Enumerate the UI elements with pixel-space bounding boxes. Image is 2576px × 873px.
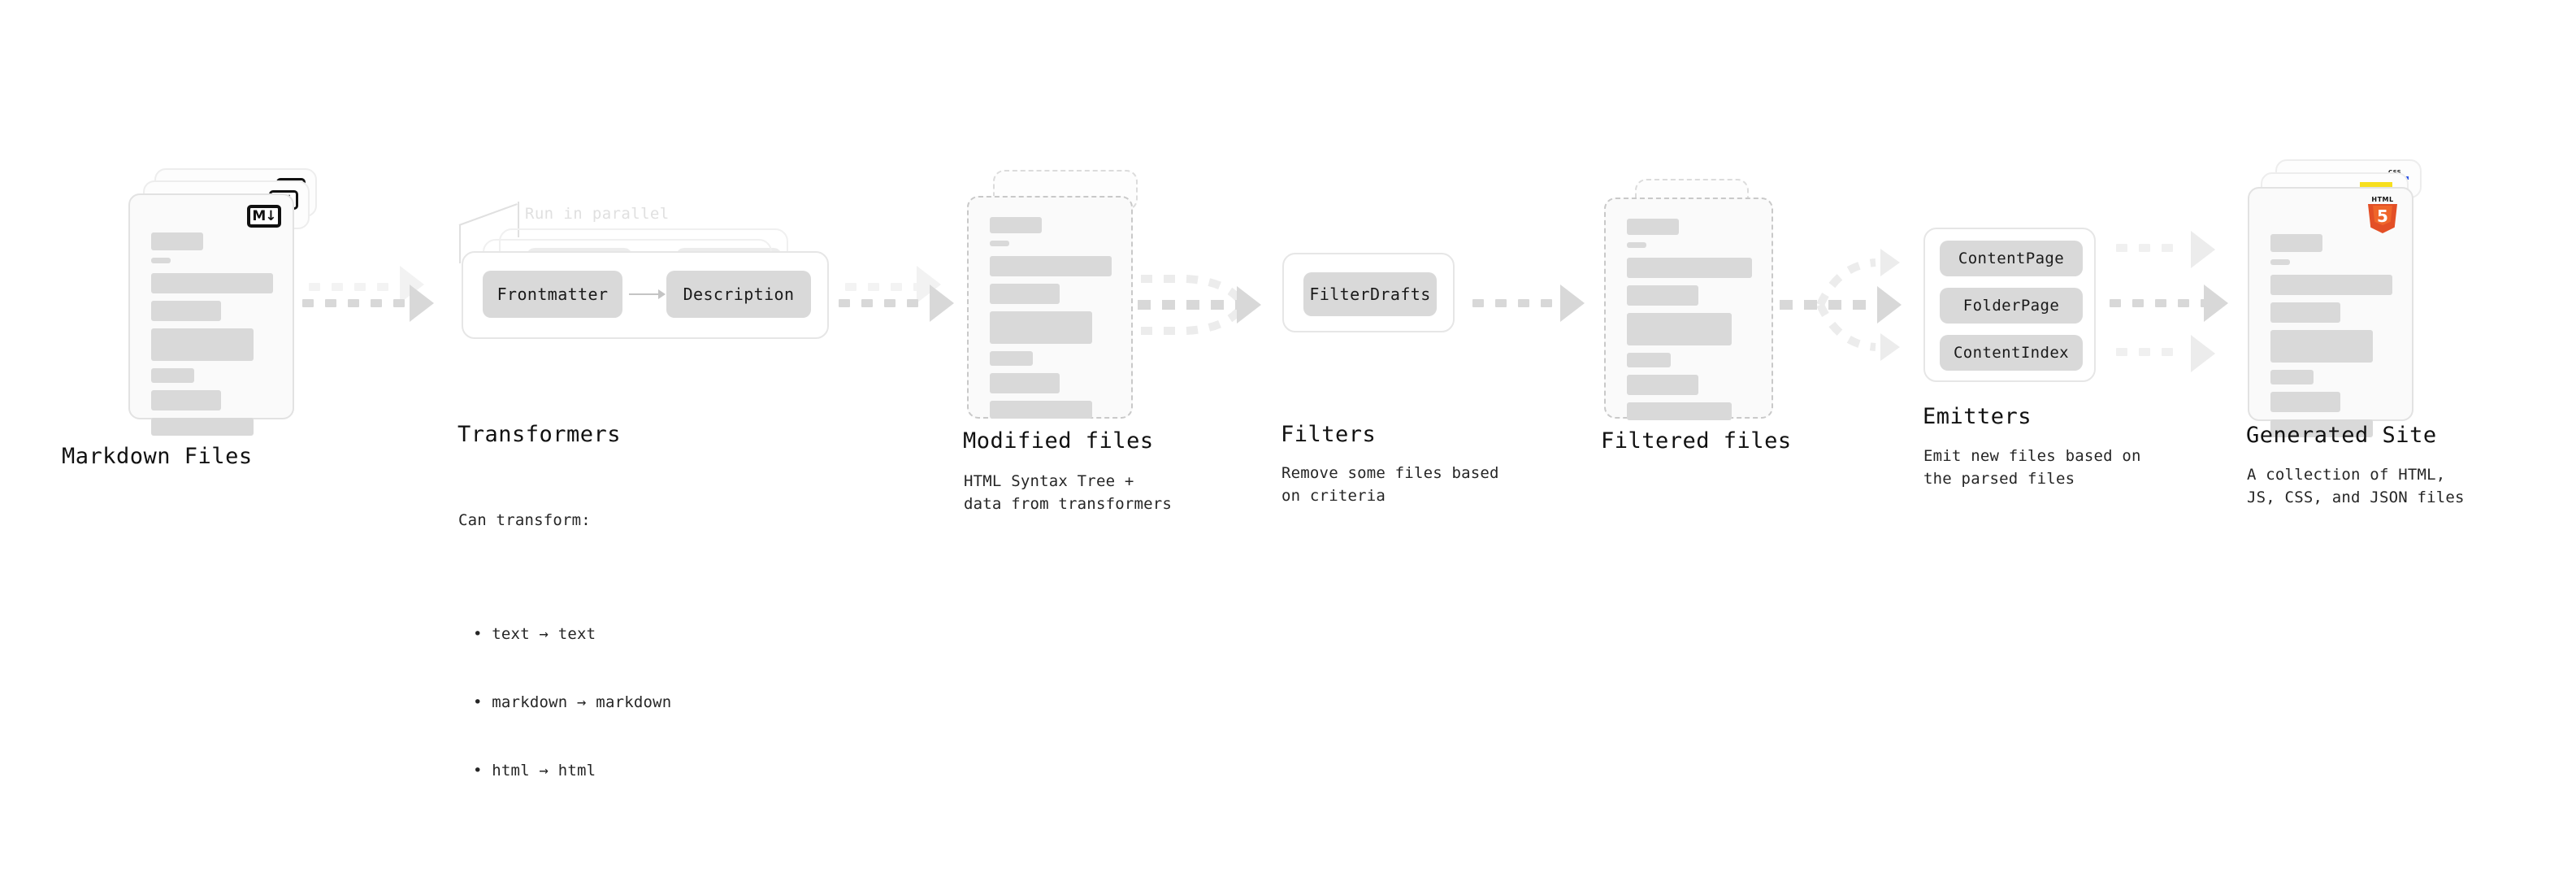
arrowhead-faint: [2191, 335, 2215, 372]
stage-title-filters: Filters: [1281, 422, 1377, 447]
transformers-desc-item: • markdown → markdown: [473, 693, 672, 711]
content-bar: [151, 301, 221, 321]
content-bar: [151, 258, 171, 263]
generated-site-content-bars: [2270, 234, 2392, 445]
content-bar: [2270, 234, 2322, 252]
content-bar: [2270, 275, 2392, 295]
content-bar: [2270, 330, 2373, 363]
arrowhead: [2204, 284, 2228, 322]
pipeline-diagram: M↓ M↓ M↓ Markdown Files: [62, 159, 2465, 780]
transformer-panel-front: Frontmatter Description: [462, 251, 829, 339]
content-bar: [151, 232, 203, 250]
html5-icon-label: HTML: [2371, 196, 2394, 203]
transformers-desc-item: • html → html: [473, 762, 596, 780]
filtered-file-content-bars: [1627, 219, 1752, 428]
markdown-icon: M↓: [247, 205, 281, 228]
content-bar: [1627, 313, 1733, 345]
content-bar: [990, 401, 1092, 419]
fanout-arrow: [1780, 236, 1934, 374]
stage-title-emitters: Emitters: [1923, 404, 2032, 429]
content-bar: [1627, 375, 1698, 395]
filter-pill-filterdrafts[interactable]: FilterDrafts: [1303, 272, 1437, 316]
arrowhead-faint: [1880, 249, 1900, 276]
content-bar: [2270, 392, 2340, 412]
emitters-panel: ContentPage FolderPage ContentIndex: [1923, 228, 2096, 382]
modified-files-description: HTML Syntax Tree + data from transformer…: [964, 472, 1173, 513]
transformers-description: Can transform: • text → text • markdown …: [458, 463, 671, 873]
modified-file-content-bars: [990, 217, 1112, 426]
dotted-line-faint: [2116, 244, 2214, 252]
content-bar: [151, 390, 221, 410]
emitter-pill-folderpage[interactable]: FolderPage: [1940, 288, 2083, 324]
filtered-file-card-front: [1604, 198, 1773, 420]
content-bar: [2270, 419, 2373, 437]
content-bar: [990, 256, 1112, 276]
arrowhead-faint: [2191, 231, 2215, 268]
content-bar: [2270, 259, 2290, 265]
merge-arrow: [1138, 244, 1284, 366]
parallel-label: Run in parallel: [525, 205, 670, 223]
content-bar: [1627, 402, 1733, 420]
content-bar: [151, 368, 194, 383]
stage-title-filtered-files: Filtered files: [1601, 428, 1792, 454]
content-bar: [990, 284, 1060, 304]
transformer-pill-description[interactable]: Description: [666, 271, 811, 318]
filters-description: Remove some files based on criteria: [1281, 464, 1499, 505]
stage-title-generated-site: Generated Site: [2246, 423, 2437, 448]
emitter-pill-contentindex[interactable]: ContentIndex: [1940, 335, 2083, 371]
content-bar: [990, 351, 1033, 366]
arrowhead: [410, 284, 434, 322]
content-bar: [151, 328, 254, 361]
transformers-desc-head: Can transform:: [458, 511, 591, 529]
content-bar: [151, 418, 254, 436]
markdown-file-card-front: M↓: [128, 193, 294, 436]
content-bar: [2270, 302, 2340, 323]
dotted-line-faint: [2116, 348, 2214, 356]
content-bar: [990, 373, 1060, 393]
html5-icon: HTML 5: [2366, 196, 2399, 233]
stage-title-modified-files: Modified files: [963, 428, 1154, 454]
content-bar: [1627, 219, 1679, 235]
content-bar: [1627, 285, 1698, 306]
content-bar: [1627, 242, 1646, 248]
emitter-pill-contentpage[interactable]: ContentPage: [1940, 241, 2083, 276]
arrowhead: [1877, 286, 1902, 324]
html5-icon-shield: 5: [2368, 204, 2397, 233]
content-bar: [990, 217, 1042, 233]
content-bar: [1627, 353, 1671, 367]
arrowhead: [1237, 286, 1261, 324]
generated-site-card-html: HTML 5: [2248, 187, 2413, 437]
markdown-file-content-bars: [151, 232, 273, 443]
content-bar: [990, 241, 1009, 246]
generated-site-description: A collection of HTML, JS, CSS, and JSON …: [2247, 466, 2465, 506]
emitters-description: Emit new files based on the parsed files: [1923, 447, 2141, 488]
content-bar: [1627, 258, 1752, 278]
arrowhead: [1560, 284, 1585, 322]
transformers-desc-item: • text → text: [473, 625, 596, 643]
stage-title-transformers: Transformers: [458, 422, 622, 447]
content-bar: [151, 273, 273, 293]
arrowhead: [930, 284, 954, 322]
modified-file-card-front: [967, 196, 1133, 419]
content-bar: [990, 311, 1092, 344]
transformer-pill-frontmatter[interactable]: Frontmatter: [483, 271, 622, 318]
filters-panel: FilterDrafts: [1282, 253, 1455, 332]
arrowhead-faint: [1880, 333, 1900, 361]
stage-title-markdown-files: Markdown Files: [62, 444, 253, 469]
content-bar: [2270, 370, 2314, 384]
